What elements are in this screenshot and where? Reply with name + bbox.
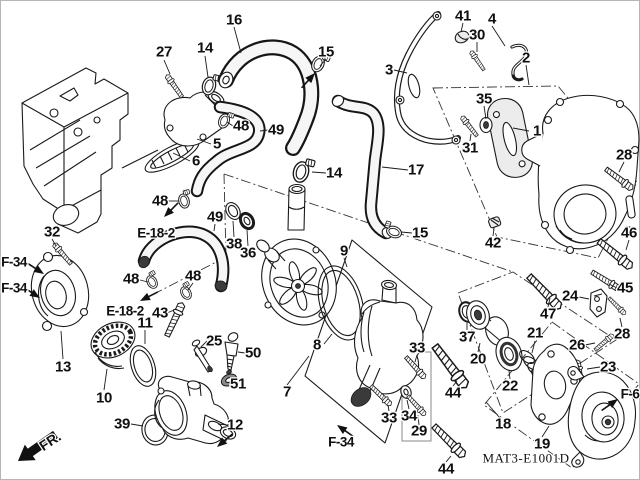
part-label-14: 14 — [326, 165, 343, 182]
part-label-46: 46 — [621, 225, 637, 242]
part-label-25: 25 — [206, 333, 222, 350]
part-label-9: 9 — [340, 243, 348, 260]
seal-36 — [238, 211, 256, 231]
part-label-28: 28 — [616, 147, 632, 164]
part-label-32: 32 — [44, 224, 60, 241]
ref-label-E-18-2: E-18-2 — [137, 226, 175, 241]
part-label-14: 14 — [197, 40, 214, 57]
part-label-50: 50 — [245, 345, 261, 362]
part-label-47: 47 — [540, 306, 556, 323]
thermostat-10 — [90, 321, 136, 370]
part-label-8: 8 — [313, 337, 321, 354]
ref-label-F-6: F-6 — [621, 387, 640, 402]
part-label-2: 2 — [522, 50, 530, 67]
part-label-12: 12 — [227, 417, 243, 434]
part-label-23: 23 — [600, 359, 616, 376]
ref-label-F-34: F-34 — [328, 435, 355, 450]
part-label-6: 6 — [192, 153, 200, 170]
part-label-48: 48 — [185, 268, 201, 285]
part-label-49: 49 — [268, 122, 284, 139]
cover-gasket-1 — [487, 97, 533, 178]
part-label-15: 15 — [412, 225, 428, 242]
pump-plate-19 — [530, 343, 581, 425]
thermostat-housing-5 — [144, 71, 230, 173]
part-label-20: 20 — [470, 351, 486, 368]
part-label-30: 30 — [469, 27, 485, 44]
part-label-51: 51 — [230, 376, 246, 393]
water-hose-49 — [190, 100, 266, 198]
bracket-24 — [589, 288, 608, 318]
part-label-49: 49 — [207, 209, 223, 226]
ref-label-E-18-2: E-18-2 — [106, 304, 144, 319]
part-label-28: 28 — [614, 326, 630, 343]
part-label-37: 37 — [459, 329, 475, 346]
part-label-48: 48 — [152, 193, 168, 210]
part-label-1: 1 — [533, 123, 541, 140]
part-label-42: 42 — [485, 235, 501, 252]
left-crankcase-cover-2 — [521, 94, 640, 255]
part-label-22: 22 — [502, 378, 518, 395]
thermo-sensor-25 — [191, 339, 213, 373]
part-label-29: 29 — [411, 423, 427, 440]
part-label-21: 21 — [527, 325, 543, 342]
water-pump-assembly-7 — [256, 183, 337, 326]
thermostat-case-12 — [154, 375, 237, 445]
part-label-4: 4 — [488, 11, 497, 28]
oil-seal-38 — [225, 202, 241, 220]
o-ring-9-gasket-8 — [317, 265, 365, 341]
part-label-44: 44 — [438, 461, 455, 478]
part-label-26: 26 — [569, 337, 585, 354]
part-label-13: 13 — [55, 359, 71, 376]
diagram-code: MAT3-E1001D — [482, 451, 569, 466]
part-label-7: 7 — [283, 384, 291, 401]
temp-sensor-50 — [224, 332, 239, 375]
part-label-48: 48 — [123, 271, 139, 288]
grommet-41 — [454, 30, 470, 44]
part-label-38: 38 — [226, 236, 242, 253]
part-label-41: 41 — [455, 8, 471, 25]
part-label-16: 16 — [226, 12, 242, 29]
part-label-18: 18 — [495, 416, 511, 433]
breather-stay-3 — [393, 11, 461, 145]
o-ring-11 — [129, 345, 157, 387]
part-label-35: 35 — [476, 91, 492, 108]
part-label-31: 31 — [462, 140, 478, 157]
part-label-34: 34 — [401, 408, 418, 425]
washer-35 — [479, 116, 493, 134]
part-label-5: 5 — [213, 136, 221, 153]
group-box-f34 — [304, 239, 433, 444]
mechanical-seal-22 — [495, 336, 523, 372]
bypass-hose-49 — [137, 225, 230, 293]
part-label-44: 44 — [445, 385, 462, 402]
water-hose-16 — [218, 39, 320, 156]
leader-lines — [51, 22, 630, 463]
part-label-33: 33 — [381, 410, 397, 427]
part-label-15: 15 — [318, 44, 334, 61]
part-label-3: 3 — [385, 62, 393, 79]
sealing-washer-51 — [220, 373, 238, 387]
fr-direction-arrow — [18, 430, 59, 461]
water-hose-joint-cover-13 — [30, 240, 90, 332]
part-label-33: 33 — [409, 340, 425, 357]
grommet-42 — [488, 216, 502, 229]
part-label-48: 48 — [233, 118, 249, 135]
engine-block-sketch — [21, 67, 159, 234]
part-label-36: 36 — [240, 245, 256, 262]
ref-label-F-34: F-34 — [1, 255, 28, 270]
part-label-24: 24 — [562, 288, 579, 305]
ref-label-F-34: F-34 — [1, 281, 28, 296]
part-label-27: 27 — [156, 44, 172, 61]
group-box-18 — [457, 271, 617, 414]
part-label-10: 10 — [96, 390, 112, 407]
part-label-43: 43 — [152, 305, 168, 322]
part-label-19: 19 — [534, 436, 550, 453]
part-label-39: 39 — [114, 416, 130, 433]
part-label-45: 45 — [617, 280, 633, 297]
part-label-17: 17 — [408, 162, 424, 179]
part-label-11: 11 — [137, 315, 152, 332]
clamp-clip-4 — [510, 43, 529, 82]
